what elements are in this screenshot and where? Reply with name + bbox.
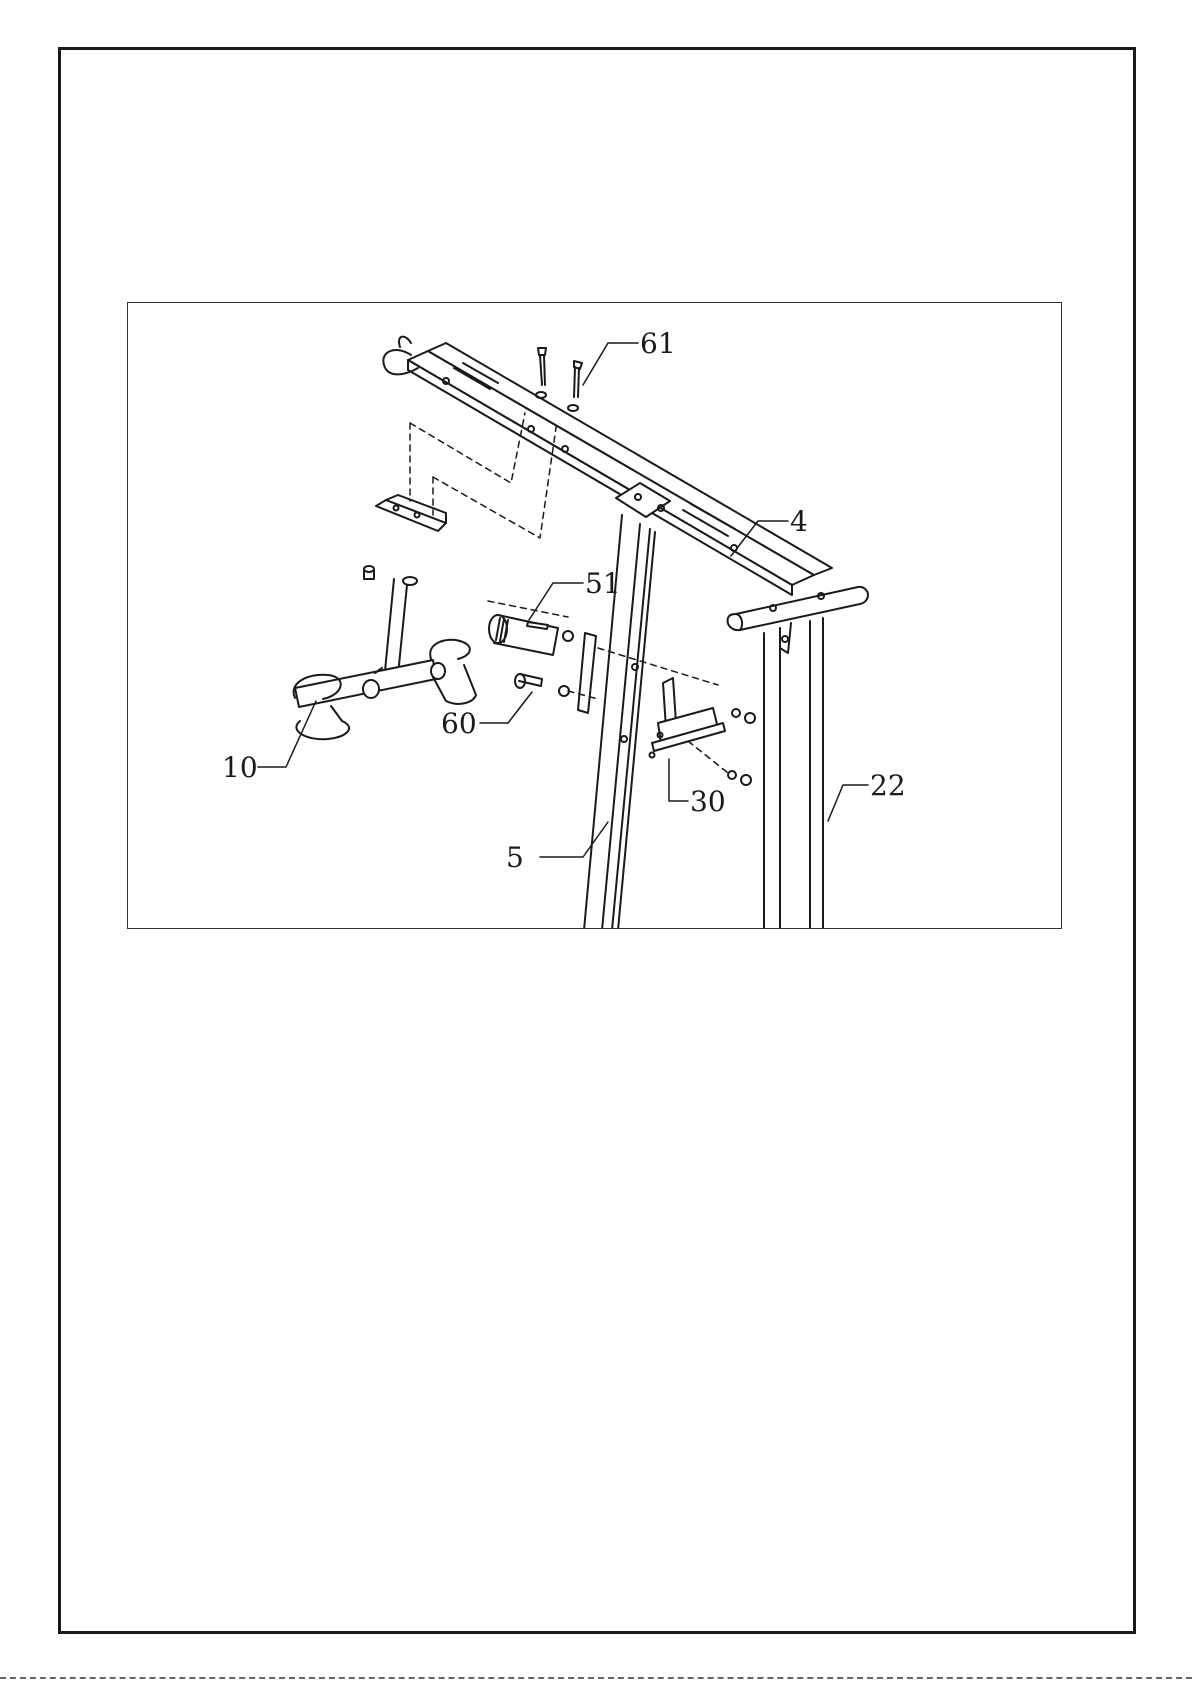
axle-part-51	[489, 615, 596, 713]
callout-51: 51	[585, 567, 621, 600]
callout-30: 30	[690, 785, 726, 818]
end-cap	[728, 587, 868, 630]
callout-10: 10	[222, 751, 258, 784]
upright-part-22	[764, 618, 823, 929]
callout-60: 60	[441, 707, 477, 740]
bolt-part-60	[515, 674, 569, 696]
callout-5: 5	[506, 841, 524, 874]
callout-4: 4	[790, 505, 808, 538]
bottom-divider	[0, 1677, 1192, 1679]
assembly-drawing: 61 4 51 60 10 30 22 5	[128, 303, 1062, 929]
assembly-diagram: 61 4 51 60 10 30 22 5	[127, 302, 1062, 929]
bracket-part-30	[650, 678, 756, 785]
callout-22: 22	[870, 769, 906, 802]
seat-post-part-10	[294, 495, 476, 739]
crossbar-part-4	[408, 343, 832, 595]
callout-61: 61	[640, 327, 676, 360]
